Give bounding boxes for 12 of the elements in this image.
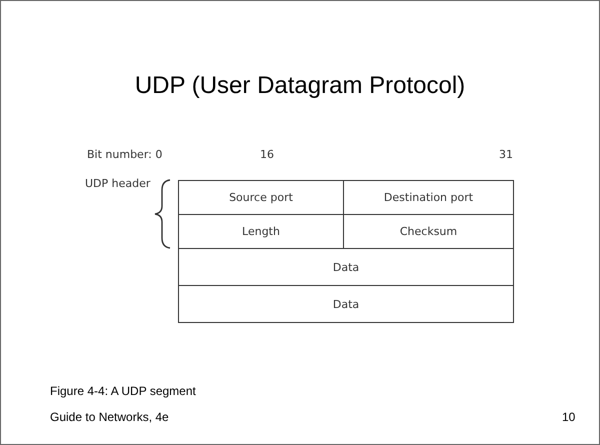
field-cell: Data [178,248,514,286]
slide-title: UDP (User Datagram Protocol) [134,72,466,100]
field-group-label: UDP header [85,177,152,190]
bit-number-label: Bit number: 0 [87,148,162,161]
field-cell: Destination port [343,180,514,215]
bit-number-label: 16 [260,148,274,161]
bit-number-label: 31 [499,148,513,161]
field-cell: Data [178,285,514,323]
footer-text: Guide to Networks, 4e [50,410,169,424]
page-number: 10 [562,410,576,424]
figure-caption: Figure 4-4: A UDP segment [50,384,196,398]
field-cell: Source port [178,180,344,215]
